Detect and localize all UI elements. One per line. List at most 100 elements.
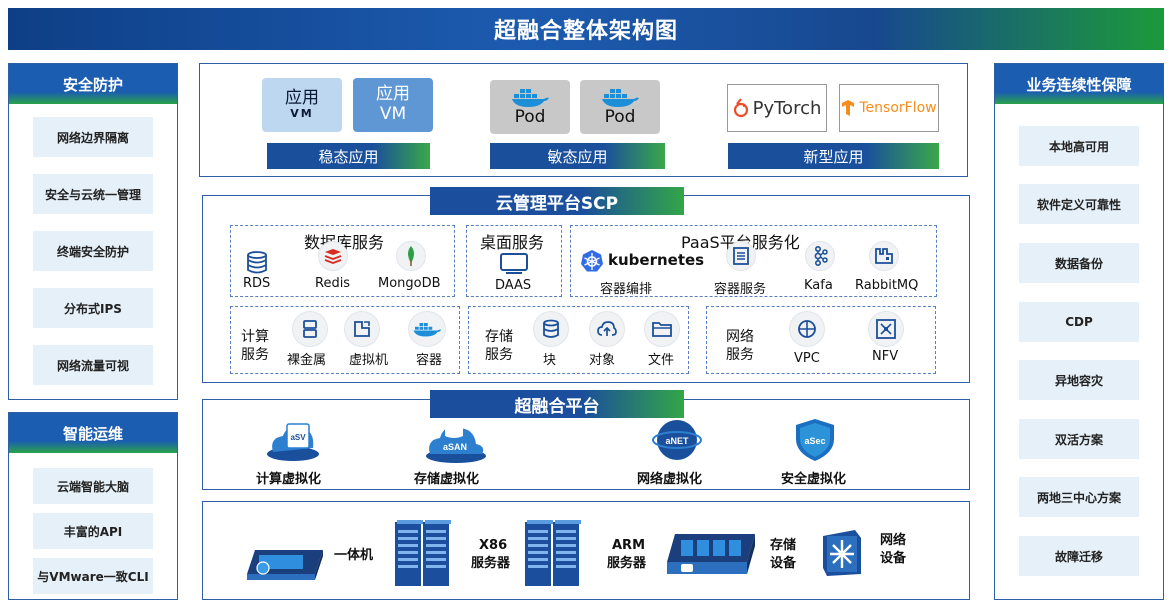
bare-metal-label: 裸金属 xyxy=(287,353,327,368)
compute-heading-line1: 计算 xyxy=(241,329,269,345)
stable-app-label: 稳态应用 xyxy=(267,143,430,169)
rabbitmq-icon xyxy=(869,241,899,271)
scp-panel: 数据库服务 RDS Redis MongoDB 桌面服务 DAAS PaaS平台… xyxy=(202,195,970,383)
continuity-item: 双活方案 xyxy=(1019,419,1139,459)
hci-panel: aSV 计算虚拟化 aSAN 存储虚拟化 aNET 网络虚拟化 aSec 安全虚… xyxy=(202,399,970,490)
continuity-item: 故障迁移 xyxy=(1019,536,1139,576)
pytorch-label: PyTorch xyxy=(752,97,822,119)
mongodb-icon xyxy=(396,241,426,271)
network-service-group xyxy=(706,306,936,374)
ops-panel: 智能运维 云端智能大脑 丰富的API 与VMware一致CLI xyxy=(8,412,178,600)
nfv-label: NFV xyxy=(872,349,899,364)
all-in-one-appliance-icon xyxy=(247,550,323,580)
storage-device-icon xyxy=(667,534,755,574)
nfv-icon xyxy=(868,311,904,347)
network-device-icon xyxy=(823,530,861,576)
continuity-panel: 业务连续性保障 本地高可用 软件定义可靠性 数据备份 CDP 异地容灾 双活方案… xyxy=(994,63,1164,600)
pod-label: Pod xyxy=(514,107,546,128)
block-storage-icon xyxy=(533,311,569,347)
security-item: 安全与云统一管理 xyxy=(33,174,153,214)
network-device-label-line2: 设备 xyxy=(880,551,907,566)
continuity-item: 两地三中心方案 xyxy=(1019,477,1139,517)
vm-label: VM xyxy=(379,104,407,124)
storage-heading-line2: 服务 xyxy=(485,347,513,363)
ops-item: 云端智能大脑 xyxy=(33,468,153,504)
hardware-panel: 一体机 X86 服务器 ARM 服务器 存储 设备 xyxy=(202,501,970,600)
rds-label: RDS xyxy=(243,276,271,291)
hci-title: 超融合平台 xyxy=(430,390,684,418)
storage-device-label-line1: 存储 xyxy=(770,538,797,553)
title-banner: 超融合整体架构图 xyxy=(8,8,1164,50)
tensorflow-label: TensorFlow xyxy=(859,100,937,116)
storage-virt-label: 存储虚拟化 xyxy=(414,472,480,487)
app-label: 应用 xyxy=(376,84,410,105)
tensorflow-icon xyxy=(842,100,855,116)
arm-server-icon xyxy=(525,520,581,586)
compute-virt-icon: aSV xyxy=(265,418,321,462)
db-service-group xyxy=(230,225,455,297)
continuity-item: CDP xyxy=(1019,302,1139,342)
compute-virt-label: 计算虚拟化 xyxy=(256,472,322,487)
asan-badge: aSAN xyxy=(443,442,467,452)
security-panel: 安全防护 网络边界隔离 安全与云统一管理 终端安全防护 分布式IPS 网络流量可… xyxy=(8,63,178,400)
virtual-machine-icon xyxy=(344,311,380,347)
pod-box-2: Pod xyxy=(580,80,660,134)
redis-label: Redis xyxy=(315,276,351,291)
continuity-heading: 业务连续性保障 xyxy=(995,64,1163,104)
page-title: 超融合整体架构图 xyxy=(493,19,678,44)
continuity-item: 数据备份 xyxy=(1019,243,1139,283)
container-service-label: 容器服务 xyxy=(714,282,767,297)
app-label: 应用 xyxy=(285,87,319,108)
storage-heading-line1: 存储 xyxy=(485,329,513,345)
security-item: 分布式IPS xyxy=(33,288,153,328)
storage-virt-icon: aSAN xyxy=(424,414,488,464)
vm-app-box-2: 应用 VM xyxy=(353,78,433,132)
vm-app-box-1: 应用 VM xyxy=(262,78,342,132)
block-storage-label: 块 xyxy=(543,353,557,368)
virtual-machine-label: 虚拟机 xyxy=(349,353,389,368)
compute-heading-line2: 服务 xyxy=(241,347,269,363)
all-in-one-label: 一体机 xyxy=(334,548,374,563)
mongodb-label: MongoDB xyxy=(378,276,441,291)
paas-service-group xyxy=(570,225,937,297)
pytorch-flame-icon xyxy=(733,98,748,118)
desktop-service-heading: 桌面服务 xyxy=(480,233,545,252)
container-icon xyxy=(408,311,446,347)
arm-label-line1: ARM xyxy=(612,538,646,553)
new-app-label: 新型应用 xyxy=(728,143,939,169)
vpc-label: VPC xyxy=(794,351,820,366)
security-virt-icon: aSec xyxy=(792,417,838,463)
network-heading-line1: 网络 xyxy=(726,329,754,345)
security-item: 网络流量可视 xyxy=(33,345,153,385)
container-service-icon xyxy=(726,241,756,271)
ops-item: 丰富的API xyxy=(33,513,153,549)
security-item: 终端安全防护 xyxy=(33,231,153,271)
apps-panel: 应用 VM 应用 VM Pod Pod PyTorch xyxy=(199,63,968,177)
kafka-icon xyxy=(805,241,835,271)
pytorch-logo: PyTorch xyxy=(727,84,827,132)
sensitive-app-label: 敏态应用 xyxy=(490,143,665,169)
redis-icon xyxy=(318,241,348,271)
security-item: 网络边界隔离 xyxy=(33,117,153,157)
container-orchestration-label: 容器编排 xyxy=(600,282,653,297)
pod-box-1: Pod xyxy=(490,80,570,134)
security-virt-label: 安全虚拟化 xyxy=(781,472,847,487)
continuity-item: 软件定义可靠性 xyxy=(1019,184,1139,224)
x86-label-line2: 服务器 xyxy=(471,556,511,571)
scp-title: 云管理平台SCP xyxy=(430,187,684,215)
x86-label-line1: X86 xyxy=(479,538,508,553)
x86-server-icon xyxy=(395,520,451,586)
bare-metal-icon xyxy=(292,311,328,347)
desktop-service-group xyxy=(466,225,562,297)
security-heading: 安全防护 xyxy=(9,64,177,104)
network-device-label-line1: 网络 xyxy=(880,533,907,548)
continuity-item: 本地高可用 xyxy=(1019,126,1139,166)
daas-label: DAAS xyxy=(495,278,532,293)
vpc-icon xyxy=(789,311,825,347)
asec-badge: aSec xyxy=(804,436,825,446)
continuity-item: 异地容灾 xyxy=(1019,360,1139,400)
tensorflow-logo: TensorFlow xyxy=(839,84,939,132)
asv-badge: aSV xyxy=(290,433,306,442)
ops-item: 与VMware一致CLI xyxy=(33,558,153,594)
container-label: 容器 xyxy=(416,353,443,368)
